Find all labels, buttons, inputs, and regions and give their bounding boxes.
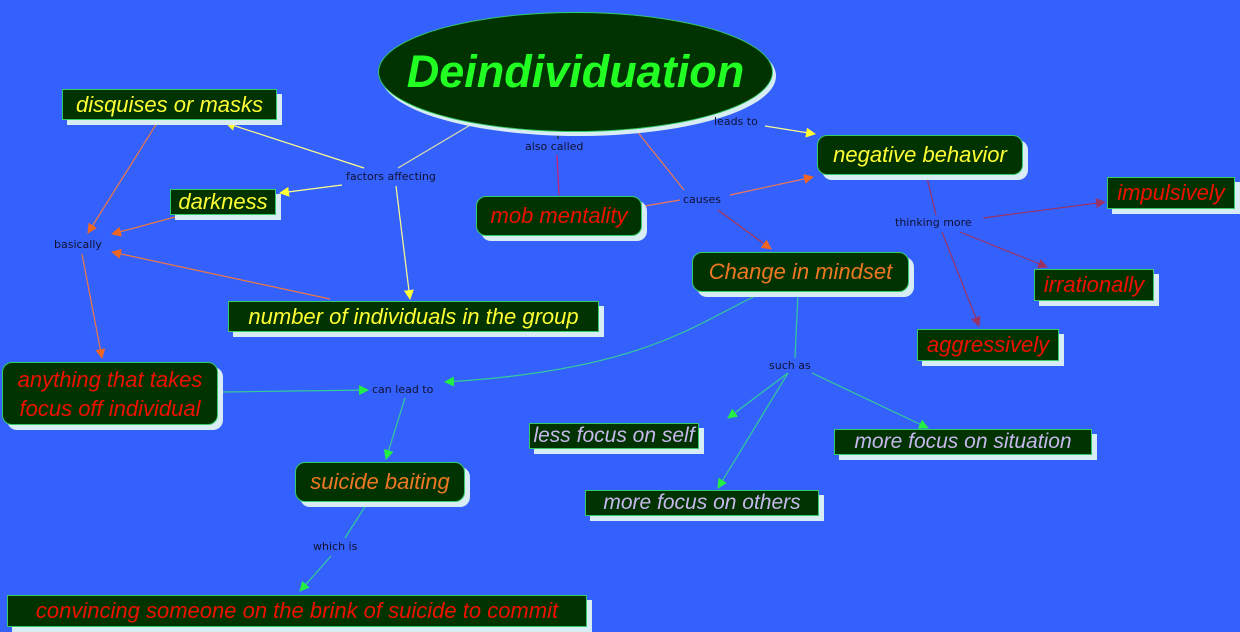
- concept-label: mob mentality: [490, 203, 628, 228]
- link-label-basically: basically: [54, 238, 102, 251]
- root-concept-label: Deindividuation: [406, 46, 745, 97]
- concept-irrationally[interactable]: irrationally: [1034, 269, 1154, 301]
- concept-label: darkness: [178, 189, 268, 214]
- link-label-which-is: which is: [313, 540, 358, 553]
- concept-more-focus-on-situation[interactable]: more focus on situation: [834, 429, 1092, 455]
- concept-negative-behavior[interactable]: negative behavior: [817, 135, 1023, 175]
- link-label-can-lead-to: can lead to: [372, 383, 434, 396]
- concept-label: less focus on self: [533, 424, 695, 447]
- concept-anything-that-takes-focus[interactable]: anything that takes focus off individual: [2, 362, 218, 425]
- concept-label: disquises or masks: [75, 91, 264, 117]
- link-label-leads-to: leads to: [714, 115, 758, 128]
- concept-convincing-someone[interactable]: convincing someone on the brink of suici…: [7, 595, 587, 627]
- concept-label: convincing someone on the brink of suici…: [35, 598, 559, 623]
- link-label-thinking-more: thinking more: [895, 216, 972, 229]
- concept-label: more focus on others: [603, 491, 801, 514]
- concept-label: negative behavior: [833, 142, 1007, 167]
- concept-label-line-2: focus off individual: [19, 395, 201, 421]
- link-label-causes: causes: [683, 193, 721, 206]
- link-label-such-as: such as: [769, 359, 811, 372]
- concept-less-focus-on-self[interactable]: less focus on self: [529, 423, 699, 449]
- concept-disguises-or-masks[interactable]: disquises or masks: [62, 89, 277, 120]
- concept-change-in-mindset[interactable]: Change in mindset: [692, 252, 909, 292]
- concept-mob-mentality[interactable]: mob mentality: [476, 196, 642, 236]
- concept-darkness[interactable]: darkness: [170, 189, 276, 215]
- concept-label-line-1: anything that takes: [17, 366, 203, 392]
- link-label-factors-affecting: factors affecting: [346, 170, 436, 183]
- concept-more-focus-on-others[interactable]: more focus on others: [585, 490, 819, 516]
- concept-aggressively[interactable]: aggressively: [917, 329, 1059, 361]
- concept-label: more focus on situation: [854, 430, 1072, 453]
- concept-number-of-individuals[interactable]: number of individuals in the group: [228, 301, 599, 332]
- concept-label: suicide baiting: [310, 469, 450, 494]
- root-concept-deindividuation[interactable]: Deindividuation: [378, 12, 773, 132]
- concept-label: aggressively: [926, 332, 1050, 357]
- concept-impulsively[interactable]: impulsively: [1107, 177, 1235, 209]
- concept-label: number of individuals in the group: [248, 303, 579, 329]
- concept-label: Change in mindset: [708, 259, 893, 284]
- concept-label: impulsively: [1117, 180, 1225, 205]
- link-label-also-called: also called: [525, 140, 584, 153]
- concept-suicide-baiting[interactable]: suicide baiting: [295, 462, 465, 502]
- concept-label: irrationally: [1043, 272, 1145, 297]
